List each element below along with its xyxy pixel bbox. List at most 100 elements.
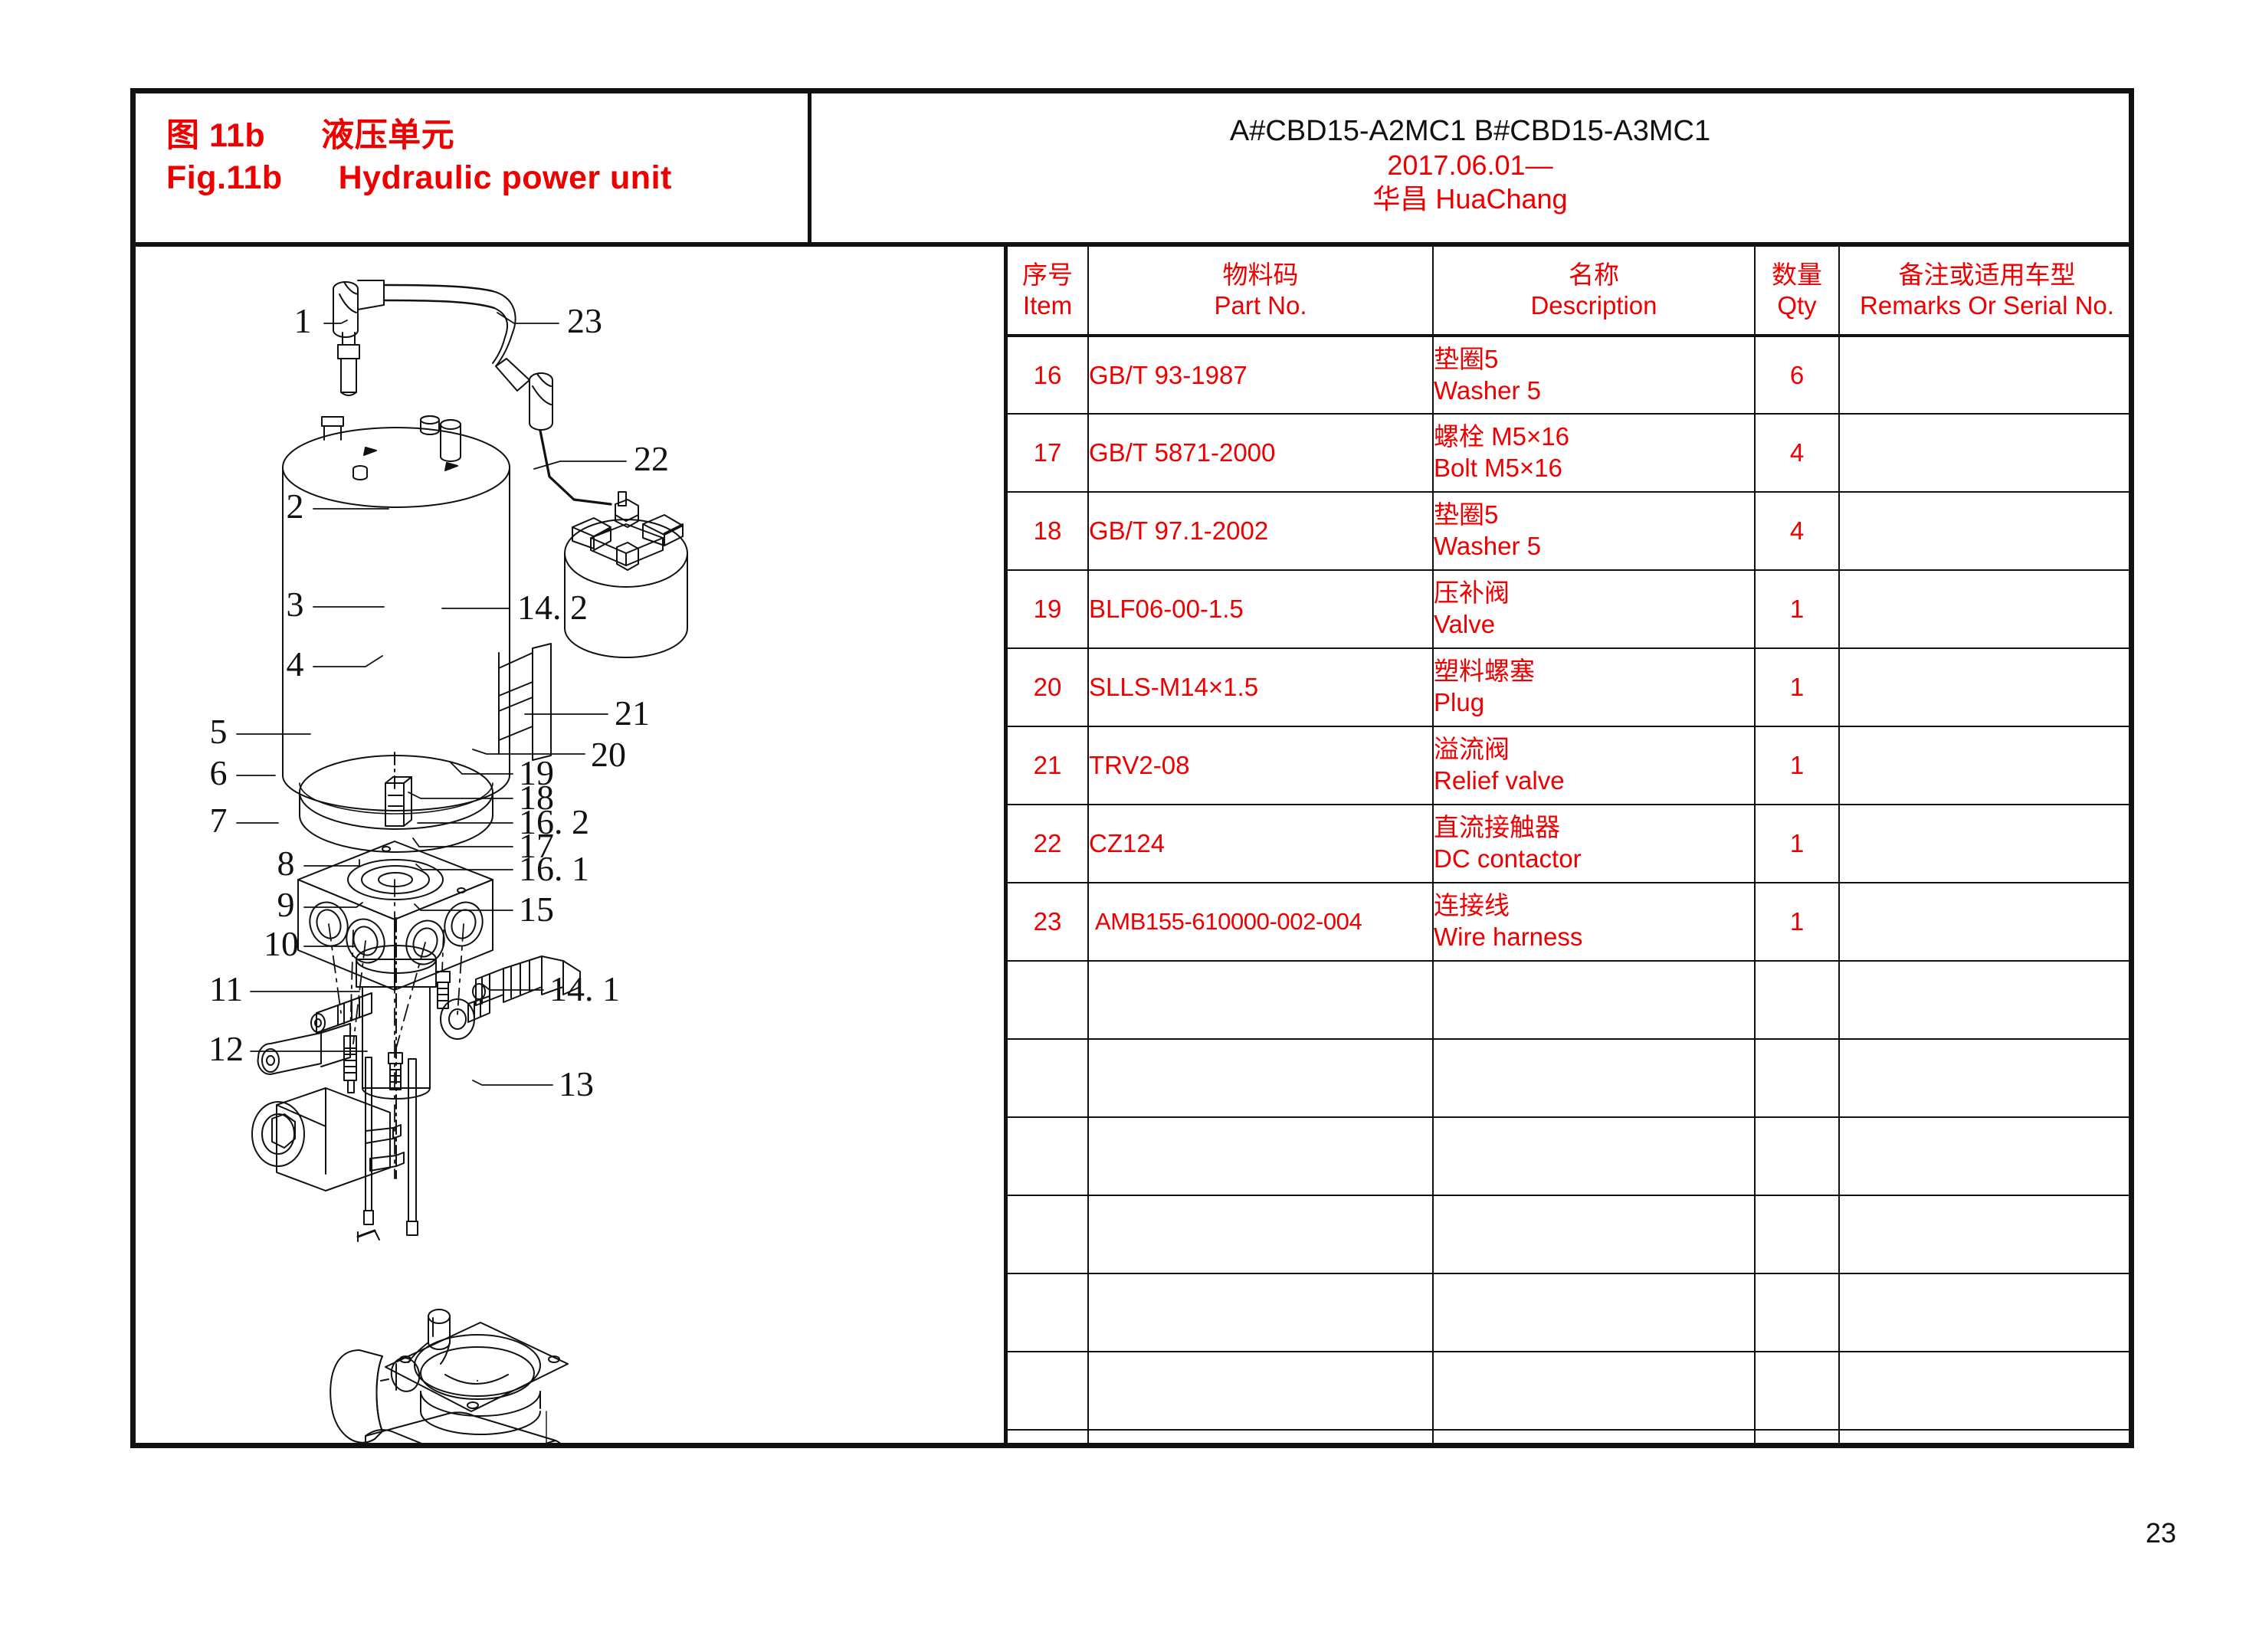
cell-empty [1755, 1039, 1840, 1118]
table-row-empty [1008, 1117, 2129, 1196]
cell-empty [1755, 1430, 1840, 1443]
callout-2: 2 [287, 487, 304, 526]
column-header-description-cn: 名称 [1569, 260, 1619, 289]
cell-empty [1008, 1430, 1089, 1443]
parts-table: 序号 Item 物料码 Part No. 名称 Description [1008, 247, 2129, 1443]
exploded-drawing-pane: 1 2 3 4 5 6 7 8 9 10 11 12 23 22 [136, 247, 1008, 1443]
callout-16-1: 16. 1 [519, 849, 589, 888]
description-cn: 连接线 [1434, 891, 1510, 920]
column-header-remarks-en: Remarks Or Serial No. [1860, 291, 2114, 320]
table-header-row: 序号 Item 物料码 Part No. 名称 Description [1008, 247, 2129, 337]
callout-11: 11 [209, 969, 243, 1008]
cell-empty [1755, 1195, 1840, 1274]
cell-empty [1088, 1430, 1434, 1443]
table-row-empty [1008, 961, 2129, 1040]
figure-name-cn: 液压单元 [321, 117, 455, 154]
cell-empty [1088, 961, 1434, 1040]
cell-empty [1433, 1430, 1756, 1443]
cell-empty [1433, 961, 1756, 1040]
callout-12: 12 [208, 1029, 244, 1068]
cell-part-no: SLLS-M14×1.5 [1088, 648, 1434, 727]
column-header-remarks: 备注或适用车型 Remarks Or Serial No. [1839, 247, 2129, 337]
callout-9: 9 [277, 885, 295, 924]
callout-17: 17 [519, 826, 554, 865]
cell-empty [1839, 1039, 2129, 1118]
callout-13: 13 [559, 1064, 594, 1103]
column-header-item: 序号 Item [1008, 247, 1089, 337]
callout-16-2: 16. 2 [519, 802, 589, 841]
cell-empty [1088, 1352, 1434, 1431]
callout-18: 18 [519, 778, 554, 817]
cell-remarks [1839, 492, 2129, 571]
part-small-bolts-column [356, 917, 451, 1236]
part-relief-valve-21 [472, 955, 581, 1006]
cell-empty [1088, 1117, 1434, 1196]
column-header-item-en: Item [1022, 291, 1073, 320]
cell-empty [1755, 1352, 1840, 1431]
column-header-part-no-en: Part No. [1214, 291, 1307, 320]
page-frame: 图 11b 液压单元 Fig.11b Hydraulic power unit … [130, 88, 2134, 1448]
cell-empty [1433, 1195, 1756, 1274]
cell-empty [1839, 1117, 2129, 1196]
cell-item: 21 [1008, 726, 1089, 805]
cell-item: 20 [1008, 648, 1089, 727]
column-header-description-en: Description [1530, 291, 1657, 320]
callout-4: 4 [287, 644, 304, 683]
cell-qty: 1 [1755, 570, 1840, 649]
description-en: Washer 5 [1434, 375, 1541, 405]
description-cn: 塑料螺塞 [1434, 657, 1535, 686]
description-cn: 直流接触器 [1434, 813, 1560, 842]
part-solenoid-valve-6 [251, 1023, 405, 1191]
description-cn: 压补阀 [1434, 579, 1510, 608]
cell-remarks [1839, 648, 2129, 727]
cell-empty [1008, 1352, 1089, 1431]
description-en: Valve [1434, 610, 1496, 638]
part-dc-contactor-22 [498, 429, 688, 761]
part-filler-10 [330, 1309, 451, 1443]
cell-remarks [1839, 805, 2129, 883]
part-bolt-8 [343, 1035, 357, 1093]
model-numbers: A#CBD15-A2MC1 B#CBD15-A3MC1 [1229, 115, 1711, 147]
callout-7: 7 [210, 801, 228, 840]
figure-title-en: Fig.11b Hydraulic power unit [166, 157, 808, 199]
table-row-empty [1008, 1352, 2129, 1431]
callout-1: 1 [294, 301, 312, 340]
callout-19: 19 [519, 753, 554, 792]
figure-label-en: Fig.11b [166, 159, 283, 197]
cell-item: 23 [1008, 883, 1089, 962]
cell-empty [1755, 1117, 1840, 1196]
part-reservoir-tank-12 [365, 1322, 569, 1443]
callout-numbers: 1 2 3 4 5 6 7 8 9 10 11 12 23 22 [208, 301, 669, 1103]
figure-title-cn: 图 11b 液压单元 [166, 115, 808, 157]
page-number: 23 [2146, 1517, 2177, 1549]
cell-empty [1088, 1195, 1434, 1274]
callout-14-2: 14. 2 [517, 588, 588, 627]
callout-8: 8 [277, 844, 295, 883]
column-header-part-no: 物料码 Part No. [1088, 247, 1434, 337]
cell-empty [1433, 1273, 1756, 1352]
callout-20: 20 [591, 735, 626, 774]
cell-part-no: GB/T 97.1-2002 [1088, 492, 1434, 571]
cell-item: 18 [1008, 492, 1089, 571]
cell-empty [1755, 1273, 1840, 1352]
column-header-item-cn: 序号 [1022, 260, 1073, 289]
part-motor-2 [282, 415, 510, 815]
description-en: Washer 5 [1434, 532, 1541, 560]
part-elbow-fitting-1 [333, 280, 553, 431]
cell-remarks [1839, 414, 2129, 493]
cell-empty [1839, 1352, 2129, 1431]
cell-qty: 6 [1755, 336, 1840, 415]
callout-10: 10 [264, 924, 299, 963]
callout-5: 5 [210, 712, 228, 751]
figure-label-cn: 图 11b [166, 117, 266, 154]
cell-empty [1088, 1039, 1434, 1118]
description-en: Wire harness [1434, 923, 1583, 951]
table-row-empty [1008, 1039, 2129, 1118]
